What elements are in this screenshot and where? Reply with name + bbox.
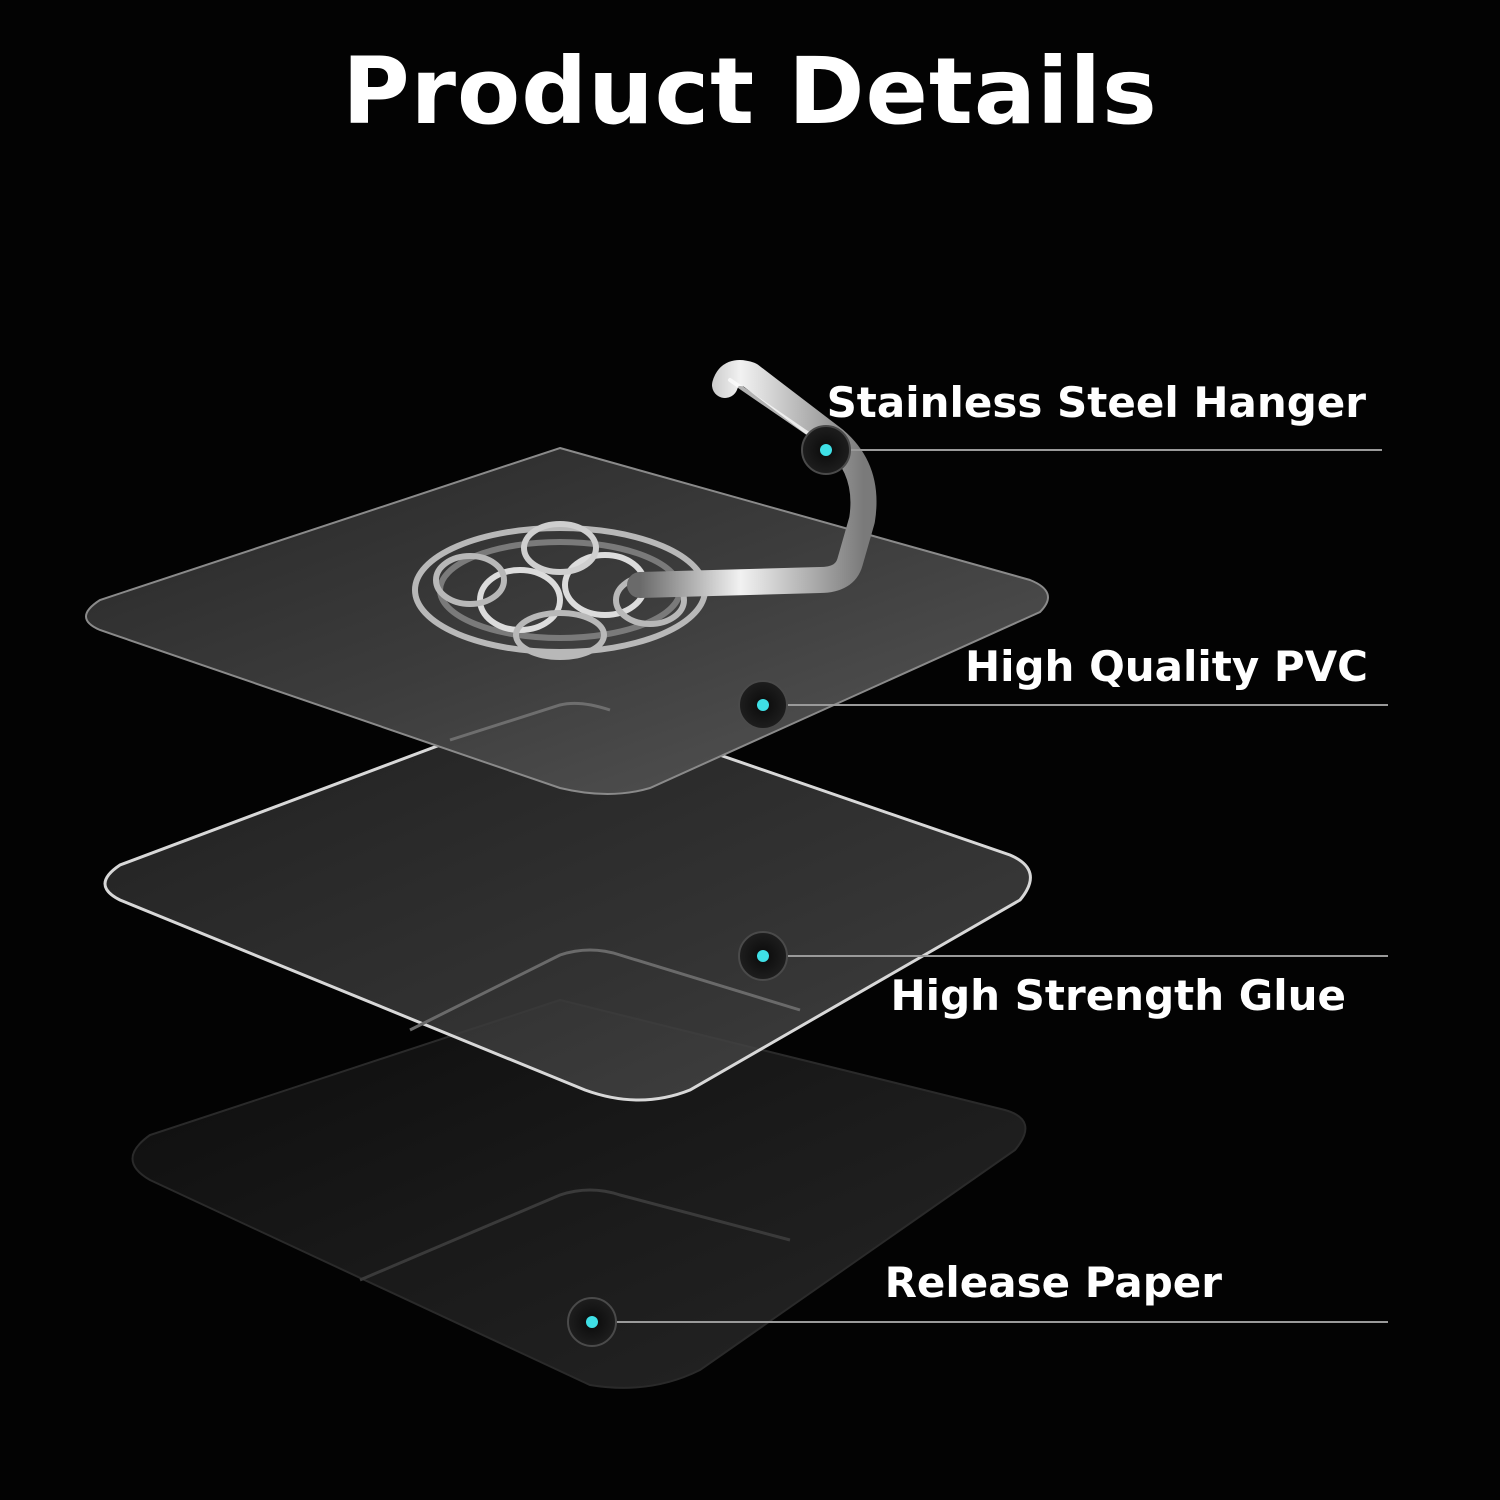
label-high-quality-pvc: High Quality PVC (964, 642, 1368, 691)
marker-pvc (738, 680, 788, 730)
leader-lines (592, 449, 1388, 1323)
release-paper-layer (131, 998, 1027, 1389)
label-release-paper: Release Paper (884, 1258, 1222, 1307)
label-stainless-steel-hanger: Stainless Steel Hanger (826, 378, 1366, 427)
pvc-layer (85, 446, 1049, 795)
glue-layer (103, 698, 1032, 1102)
page-title: Product Details (342, 38, 1158, 145)
marker-glue (738, 931, 788, 981)
marker-paper (567, 1297, 617, 1347)
marker-hanger (801, 425, 851, 475)
label-high-strength-glue: High Strength Glue (890, 971, 1346, 1020)
